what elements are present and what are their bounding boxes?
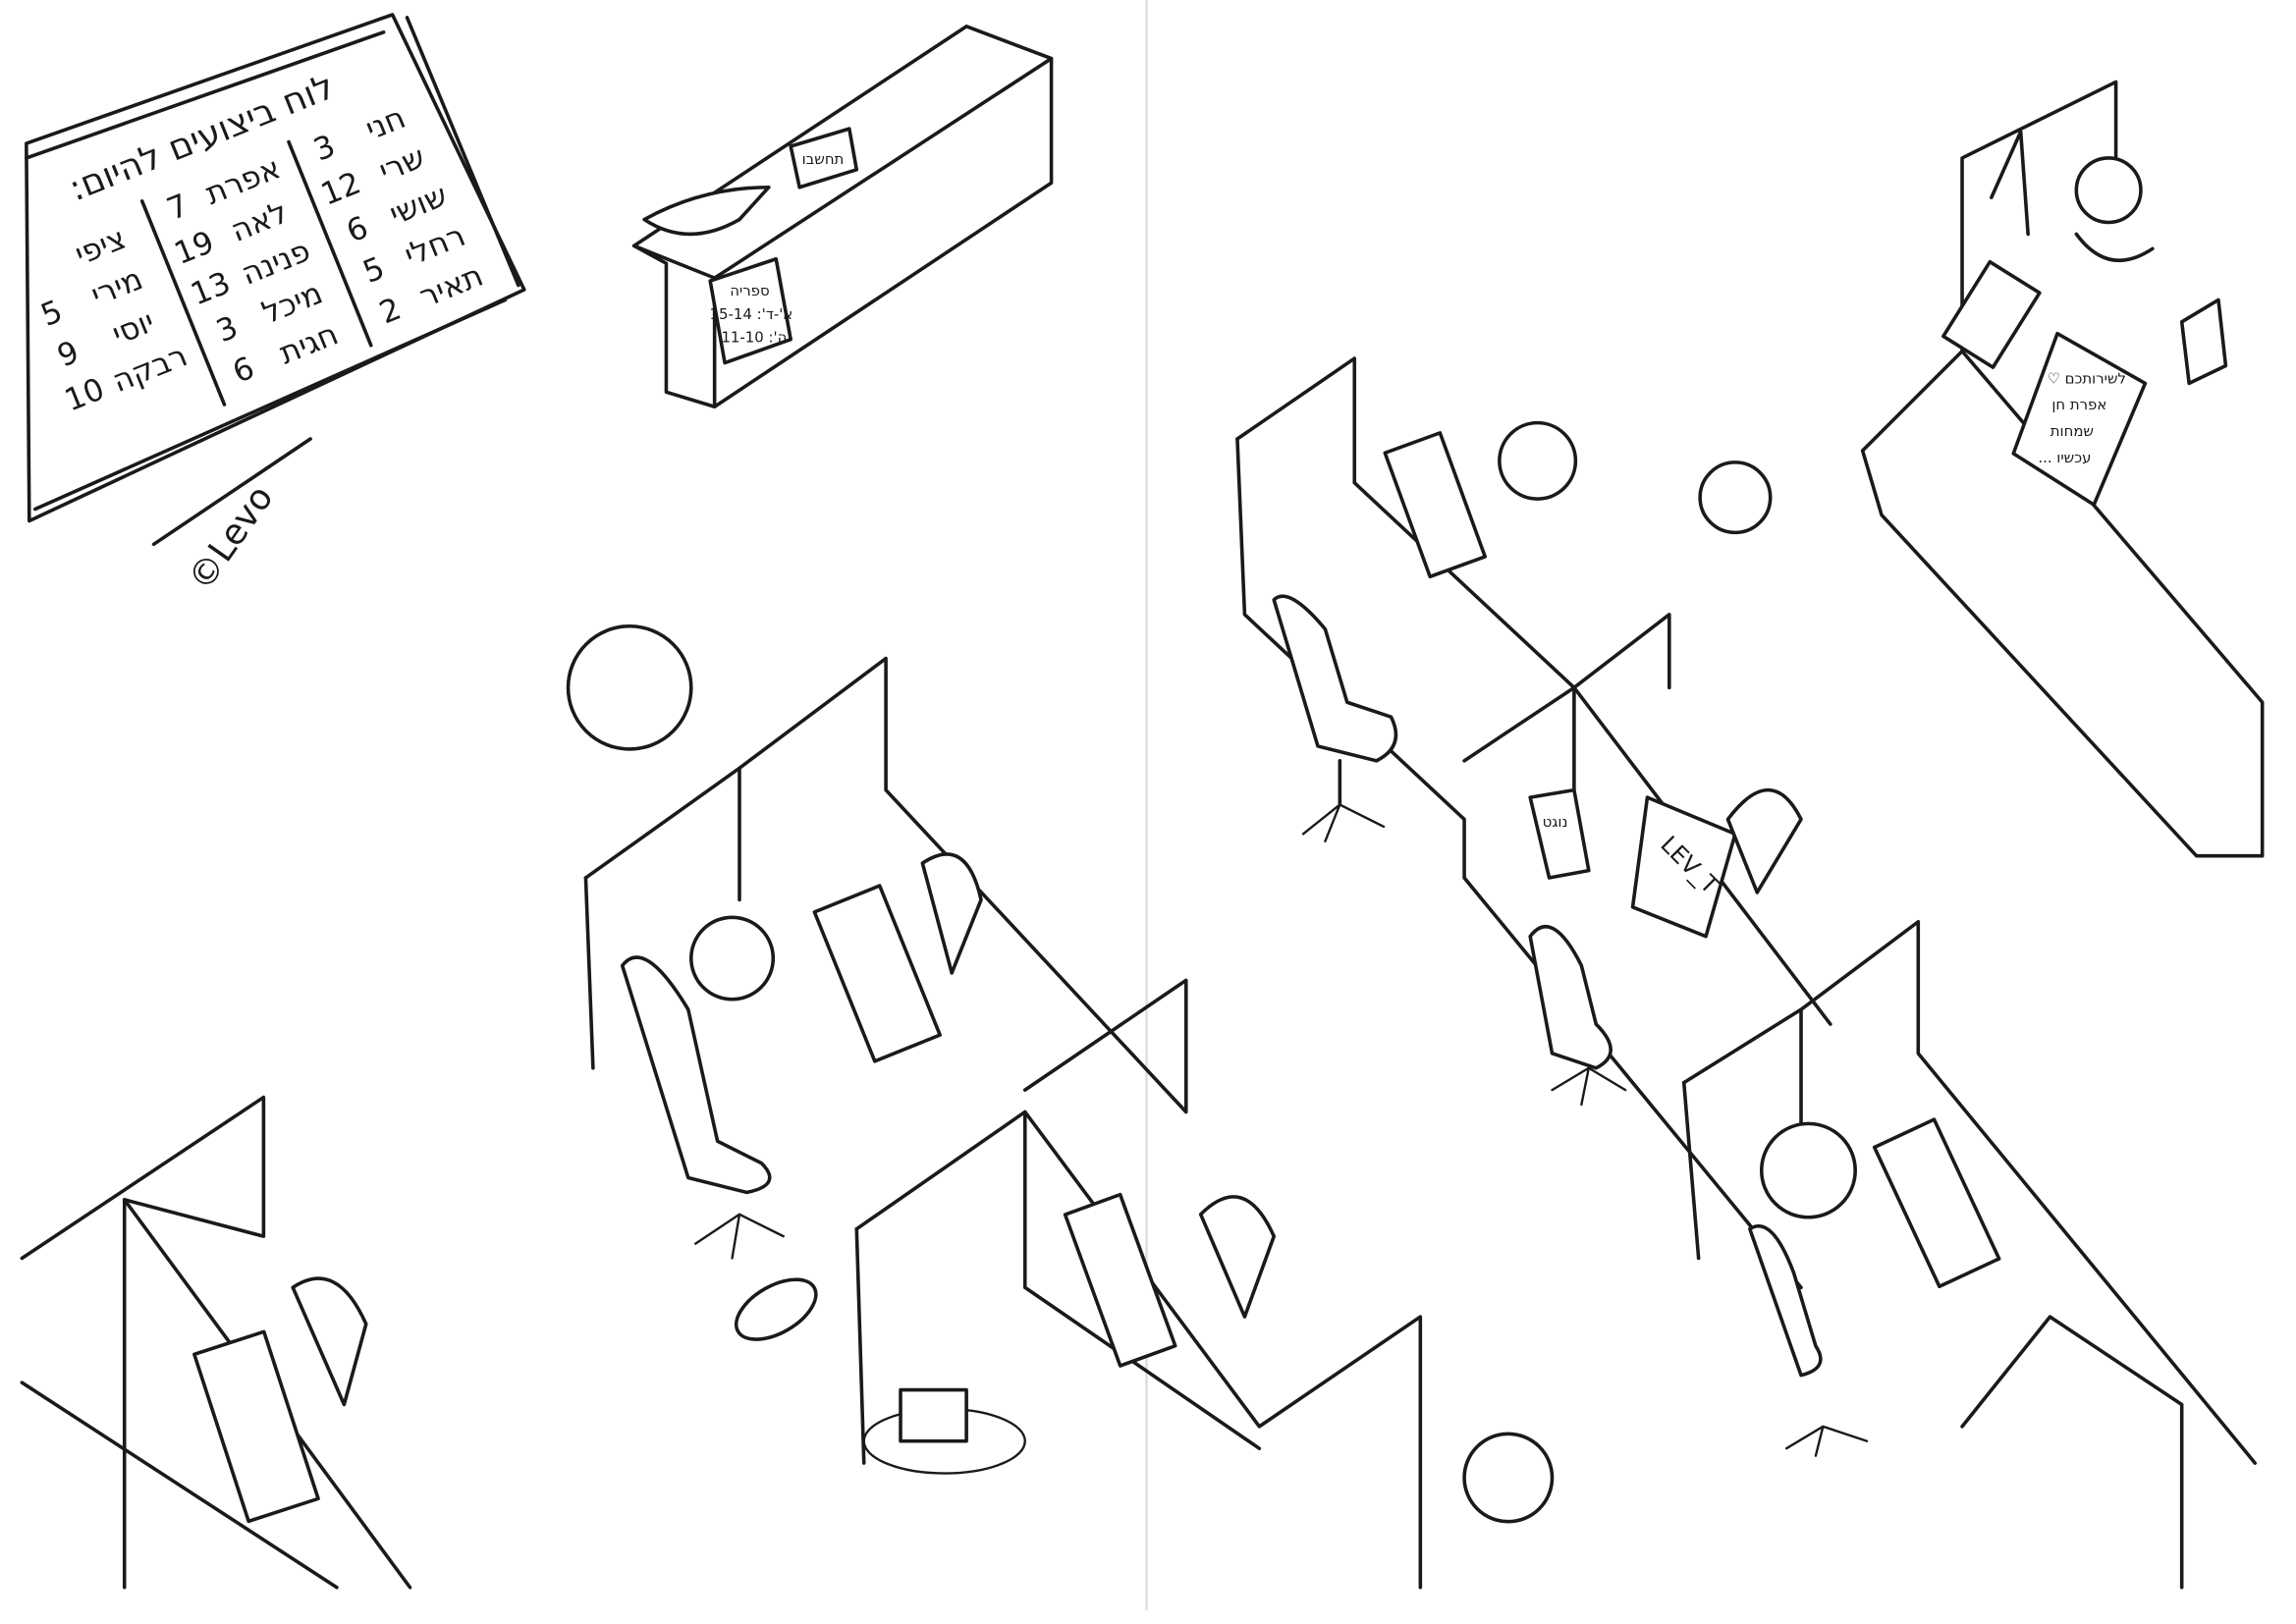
worker-head — [1759, 1121, 1857, 1219]
nougat-bag-label: נוגט — [1543, 813, 1568, 831]
sign-line: ספריה — [730, 282, 769, 299]
office-chair — [920, 852, 983, 975]
library-desk: תחשבו ספריה א'-ד': 15-14 ה': 11-10 — [631, 25, 1054, 409]
worker-head — [688, 915, 776, 1001]
library-hours-sign — [708, 256, 793, 365]
receptionist-head — [2074, 156, 2143, 225]
monitor — [1383, 431, 1488, 579]
dropped-bag — [734, 1277, 818, 1341]
nougat-bag — [1528, 787, 1591, 880]
candy-bowl — [642, 185, 771, 237]
office-chair — [1198, 1195, 1277, 1319]
cubicle-row: LEV_T נוגט — [1235, 356, 1832, 1290]
office-chair — [1528, 925, 1613, 1070]
monitor — [1063, 1192, 1177, 1368]
standing-worker-head — [566, 623, 693, 751]
office-chair — [291, 1276, 368, 1407]
office-chair — [1725, 788, 1803, 894]
office-chair — [1272, 594, 1398, 763]
worker-head — [1498, 420, 1578, 501]
desk-note-text: תחשבו — [802, 150, 845, 168]
worker-head — [1698, 460, 1773, 535]
cubicle-row — [1681, 919, 2258, 1590]
office-chair — [620, 955, 772, 1195]
note-line: עכשיו ... — [2038, 449, 2091, 466]
office-chair — [1748, 1223, 1823, 1378]
board-divider — [139, 199, 227, 406]
worker-head — [1462, 1432, 1555, 1524]
box — [899, 1387, 968, 1443]
reception-desk: לשירותכם ♡ אפרת חן שמחות עכשיו ... — [1860, 80, 2265, 858]
monitor-tag-sign — [1630, 795, 1737, 939]
artist-signature: ©Levo — [181, 478, 282, 598]
board-divider — [287, 139, 373, 348]
cubicle-row — [566, 623, 1555, 1590]
cubicle-row — [20, 1095, 412, 1590]
monitor — [1872, 1117, 2001, 1289]
note-line: אפרת חן — [2051, 396, 2106, 413]
note-line: לשירותכם ♡ — [2048, 369, 2126, 387]
snack-bag — [2179, 298, 2228, 386]
monitor — [192, 1329, 320, 1524]
performance-board: לוח ביצועים להיום: חני 3 שרי 12 שושי 6 ר… — [25, 13, 526, 598]
wall-chart — [1941, 259, 2042, 369]
sign-line: ה': 11-10 — [721, 329, 787, 347]
note-line: שמחות — [2050, 422, 2094, 440]
sign-line: א'-ד': 15-14 — [710, 305, 793, 323]
monitor — [812, 884, 942, 1063]
reception-note — [2011, 331, 2148, 507]
desk-note — [789, 127, 859, 189]
